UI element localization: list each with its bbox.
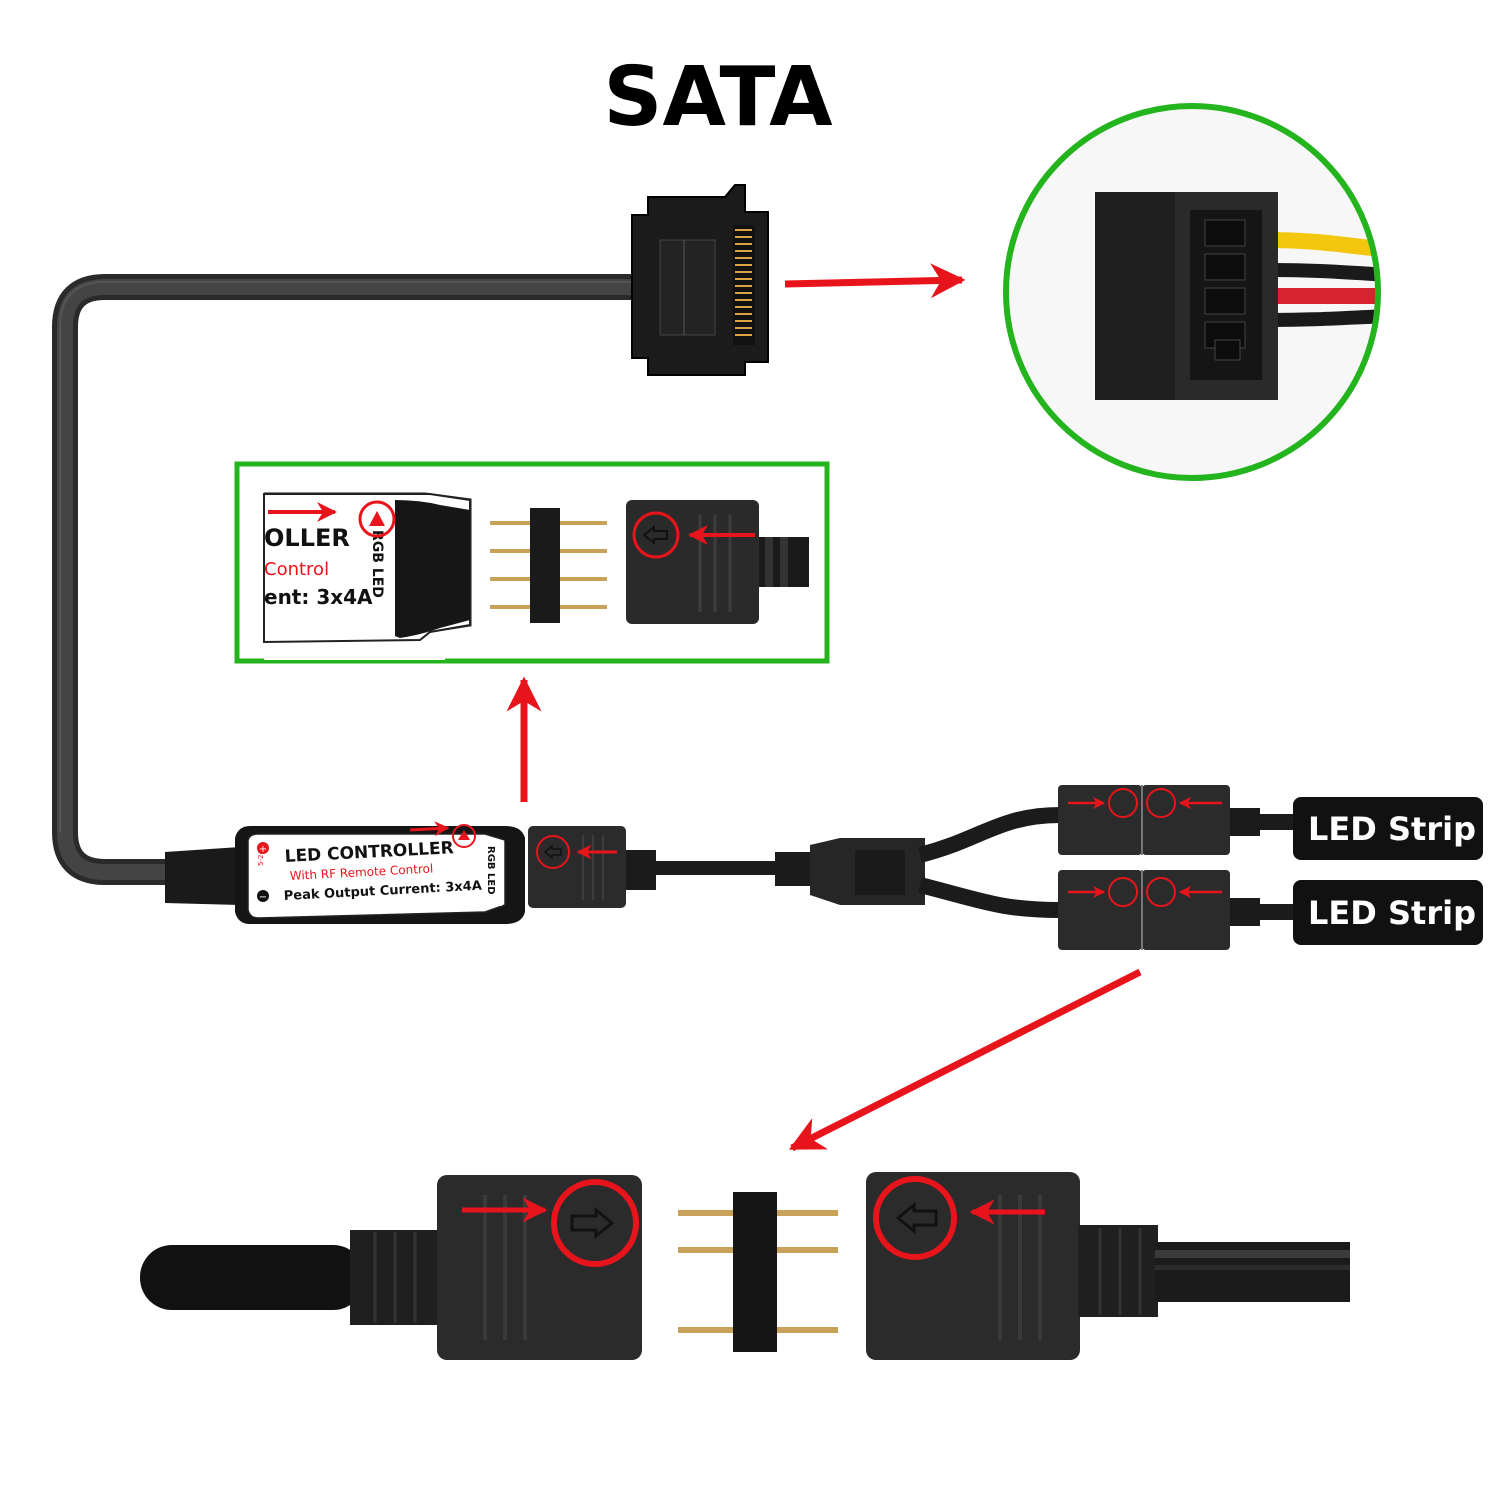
controller-output-plug: [528, 826, 656, 908]
led-strip-lower: LED Strip: [1293, 880, 1483, 945]
controller-side-label: RGB LED: [485, 846, 496, 895]
led-strip-upper: LED Strip: [1293, 797, 1483, 860]
svg-text:−: −: [259, 892, 267, 903]
connector-zoom: [140, 1172, 1350, 1360]
zoom-controller-side-label: RGB LED: [369, 530, 385, 598]
sata-zoom-circle: [1005, 105, 1390, 480]
strip-connector-lower: [1058, 870, 1300, 950]
arrow-icon: [410, 828, 448, 830]
arrow-icon: [792, 972, 1140, 1148]
led-strip-label: LED Strip: [1308, 810, 1476, 848]
sata-pins: [733, 225, 755, 345]
arrow-icon: [785, 280, 962, 284]
sata-plug: [632, 185, 768, 375]
zoom-controller-current: ent: 3x4A: [264, 585, 373, 609]
zoom-controller-subtitle: Control: [264, 559, 329, 580]
svg-text:+: +: [259, 844, 267, 855]
zoom-controller-name: OLLER: [264, 524, 350, 552]
page-title: SATA: [603, 50, 833, 145]
led-strip-label: LED Strip: [1308, 894, 1476, 932]
controller-zoom-box: OLLER Control ent: 3x4A RGB LED: [237, 464, 827, 661]
led-controller: LED CONTROLLER With RF Remote Control Pe…: [165, 825, 525, 924]
pin-header-large: [678, 1192, 838, 1352]
strip-connector-upper: [1058, 785, 1300, 855]
y-splitter: [775, 815, 1060, 910]
